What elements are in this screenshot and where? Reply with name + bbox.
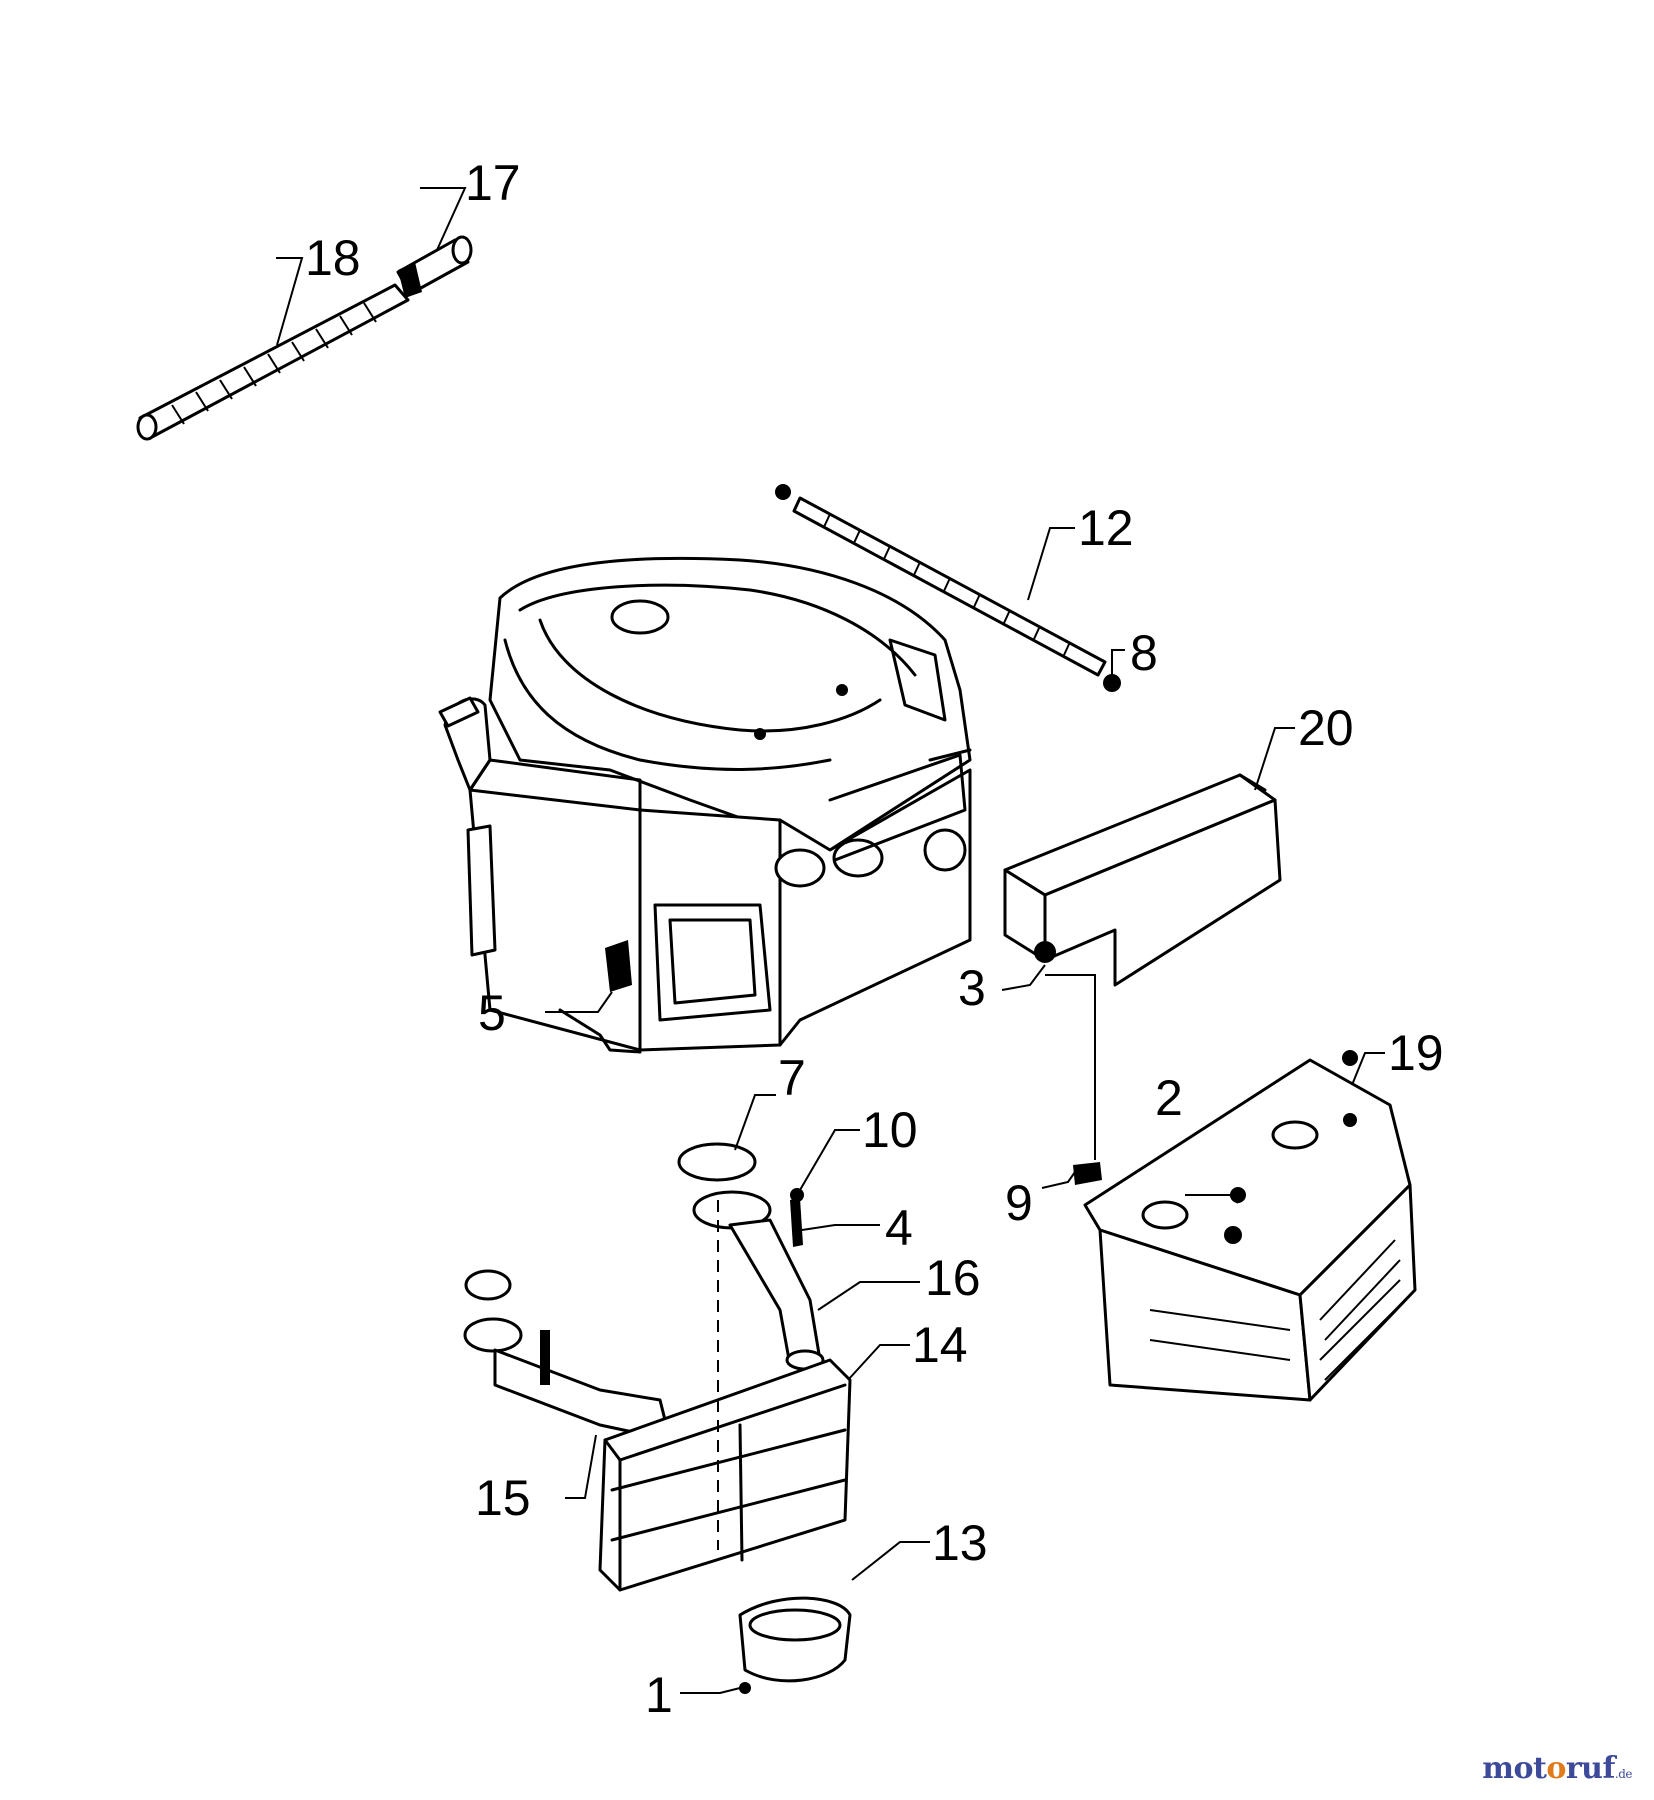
callout-10: 10 <box>862 1102 918 1158</box>
callout-12: 12 <box>1078 500 1134 556</box>
watermark-part2: o <box>1546 1751 1566 1786</box>
callout-8: 8 <box>1130 625 1158 681</box>
part-14-muffler <box>598 1200 852 1592</box>
part-12-fuel-line <box>775 484 1107 677</box>
part-4-bolt <box>790 1198 803 1247</box>
callout-2: 2 <box>1155 1070 1183 1126</box>
part-16-exhaust-pipe <box>677 1142 825 1371</box>
watermark-logo: motoruf.de <box>1482 1751 1632 1786</box>
part-17-drain-valve <box>396 235 473 298</box>
part-19-muffler-guard <box>1083 1058 1417 1402</box>
part-1-screw <box>739 1682 751 1694</box>
part-13-clamp-ring <box>738 1596 852 1683</box>
callout-labels: 17 18 12 8 20 3 5 19 2 7 10 9 4 16 14 15… <box>305 155 1444 1723</box>
callout-20: 20 <box>1298 700 1354 756</box>
callout-15: 15 <box>475 1470 531 1526</box>
watermark-tld: .de <box>1614 1767 1633 1781</box>
callout-7: 7 <box>778 1050 806 1106</box>
callout-3: 3 <box>958 960 986 1016</box>
callout-9: 9 <box>1005 1175 1033 1231</box>
part-18-hose <box>136 283 410 441</box>
callout-1: 1 <box>645 1667 673 1723</box>
callout-14: 14 <box>912 1317 968 1373</box>
leader-lines <box>276 187 1385 1694</box>
callout-4: 4 <box>885 1200 913 1256</box>
part-20-air-filter-cover <box>1003 773 1282 987</box>
part-10-nut <box>790 1188 804 1202</box>
watermark-part1: mot <box>1482 1751 1547 1786</box>
watermark-part3: ruf <box>1565 1751 1616 1786</box>
part-9-clip <box>1073 1162 1102 1185</box>
part-15-exhaust-pipe <box>463 1269 672 1442</box>
callout-19: 19 <box>1388 1025 1444 1081</box>
callout-5: 5 <box>478 985 506 1041</box>
part-8-clamp <box>1103 674 1121 692</box>
callout-16: 16 <box>925 1250 981 1306</box>
part-19-bolt <box>1342 1050 1358 1066</box>
part-3-screw <box>1034 941 1056 963</box>
callout-13: 13 <box>932 1515 988 1571</box>
engine <box>438 556 972 1054</box>
callout-17: 17 <box>465 155 521 211</box>
callout-18: 18 <box>305 230 361 286</box>
